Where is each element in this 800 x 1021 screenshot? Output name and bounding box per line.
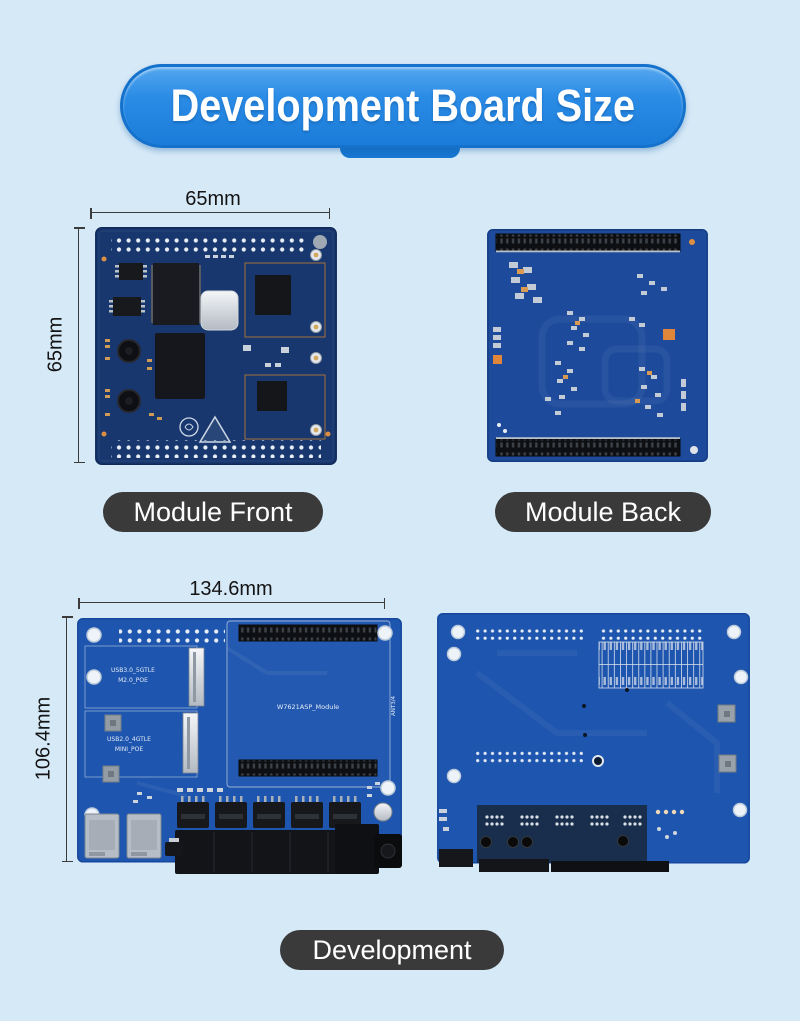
dimension-tick — [61, 860, 73, 862]
plated-hole — [592, 755, 604, 767]
ethernet-transformers — [177, 796, 361, 828]
through-hole-row-middle — [473, 750, 585, 765]
ram-chip — [151, 263, 201, 325]
rf-shield-outlines — [244, 262, 326, 440]
dev-board-height-label: 106.4mm — [32, 696, 55, 781]
female-header-top — [238, 624, 378, 642]
module-back-image — [487, 229, 708, 462]
development-caption-pill: Development — [280, 930, 504, 970]
connector-solder-band — [477, 805, 647, 863]
m2-slot1-silkscreen-line2: M2.0_POE — [118, 677, 148, 684]
title-banner: Development Board Size — [120, 64, 686, 148]
pin-header-connector-top — [495, 233, 681, 253]
pad-cluster — [517, 269, 652, 403]
mount-pad — [313, 235, 327, 249]
development-board-front-image: W7621ASP_Module ANT3/4 USB3.0_5GTLE M2.0… — [77, 618, 402, 874]
pad-cluster — [105, 339, 162, 420]
thermal-pad — [718, 754, 737, 773]
push-button — [165, 838, 183, 856]
pcb-edge-hint — [98, 230, 334, 462]
thermal-pad — [717, 704, 736, 723]
module-front-caption: Module Front — [133, 496, 293, 527]
orange-component — [663, 329, 675, 340]
cpu-chip — [155, 333, 205, 399]
soic-chip-1 — [115, 263, 147, 280]
m2-slot2-silkscreen-line1: USB2.0_4GTLE — [107, 736, 151, 743]
pin-header-holes-top — [111, 234, 307, 252]
pad-cluster — [493, 262, 686, 417]
wifi-chip-1 — [255, 275, 291, 315]
dimension-tick — [73, 227, 85, 229]
electrolytic-capacitor — [373, 802, 393, 822]
pad-cluster — [133, 782, 380, 803]
module-front-height-label: 65mm — [44, 316, 67, 373]
trace-regions — [136, 646, 327, 798]
fiducial-dots — [101, 256, 331, 437]
pad-cluster — [205, 255, 289, 367]
dimension-tick — [90, 207, 92, 219]
dev-board-width-dimension-line — [78, 597, 385, 609]
dev-board-width-label: 134.6mm — [189, 578, 273, 600]
dimension-tick — [328, 207, 330, 219]
m2-connector-2 — [182, 712, 199, 774]
module-area-silkscreen: W7621ASP_Module — [277, 703, 339, 711]
female-header-bottom — [238, 759, 378, 777]
screw-holes — [446, 624, 749, 818]
m2-connector-1 — [188, 647, 205, 707]
wifi-chip-2 — [257, 381, 287, 411]
dimension-tick — [78, 597, 80, 609]
module-front-height-dimension-line — [73, 227, 85, 463]
module-back-caption: Module Back — [524, 496, 682, 527]
metal-shield — [200, 290, 239, 331]
dev-board-height-dimension-line — [61, 616, 73, 862]
antenna-silkscreen: ANT3/4 — [391, 695, 397, 716]
m2-slot1-silkscreen-line1: USB3.0_5GTLE — [111, 667, 155, 674]
sim-card-slot-2 — [126, 813, 162, 859]
pin-header-holes — [119, 629, 225, 646]
dimension-tick — [61, 616, 73, 618]
through-hole-row-top — [473, 628, 585, 643]
soic-chip-2 — [109, 297, 145, 316]
trace-regions — [475, 650, 720, 793]
thermal-pad — [102, 765, 120, 783]
dc-barrel-jack — [374, 834, 402, 868]
pin-header-connector-bottom — [495, 437, 681, 457]
module-front-image — [95, 227, 337, 465]
development-caption: Development — [312, 934, 472, 965]
development-board-back-image — [437, 613, 750, 872]
inductor-1 — [117, 339, 141, 363]
page-title: Development Board Size — [170, 80, 636, 131]
thermal-pad — [104, 714, 122, 732]
dimension-tick — [383, 597, 385, 609]
rj45-jack-block — [175, 830, 369, 874]
via-dots — [582, 688, 629, 737]
pinout-table-silkscreen — [598, 628, 704, 689]
protruding-connectors — [439, 849, 669, 872]
pin-header-holes-bottom — [111, 440, 321, 458]
screw-holes — [84, 625, 396, 823]
module-back-caption-pill: Module Back — [495, 492, 711, 532]
test-points — [497, 423, 507, 433]
sim-card-slot-1 — [84, 813, 120, 859]
orange-component — [493, 355, 502, 364]
module-front-width-dimension-line — [90, 207, 330, 219]
dimension-tick — [73, 461, 85, 463]
pad-cluster — [439, 809, 449, 831]
fiducial-dot — [689, 239, 695, 245]
module-front-caption-pill: Module Front — [103, 492, 323, 532]
logo-marks — [179, 415, 232, 443]
usb-jack-block — [335, 824, 379, 874]
inductor-2 — [117, 389, 141, 413]
module-front-width-label: 65mm — [185, 188, 241, 210]
mount-pad — [690, 446, 698, 454]
test-points — [655, 809, 685, 839]
module-area-outline — [226, 620, 391, 788]
m2-slot2-silkscreen-line2: MINI_POE — [115, 746, 144, 753]
pcb-substrate — [487, 229, 708, 462]
ufl-antenna-connectors — [310, 249, 322, 436]
